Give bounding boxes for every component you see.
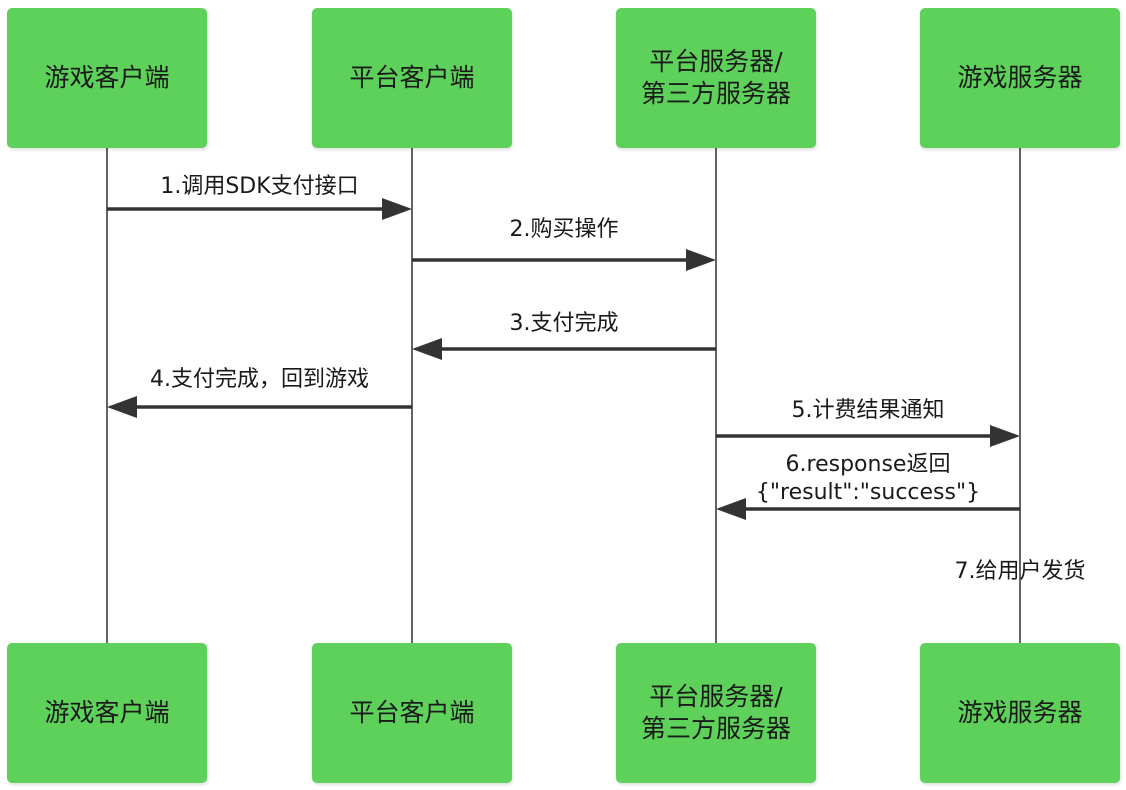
message-label-6: 6.response返回 {"result":"success"}	[755, 452, 981, 505]
bottom-box-game-server: 游戏服务器	[920, 643, 1120, 783]
bottom-box-platform-server: 平台服务器/ 第三方服务器	[616, 643, 816, 783]
participant-label: 平台服务器/ 第三方服务器	[640, 682, 791, 743]
bottom-box-game-client: 游戏客户端	[7, 643, 207, 783]
note-label-7: 7.给用户发货	[954, 559, 1086, 584]
arrow-msg-2	[412, 249, 716, 271]
bottom-box-platform-client: 平台客户端	[312, 643, 512, 783]
participant-label: 游戏客户端	[44, 63, 170, 92]
message-label-1: 1.调用SDK支付接口	[160, 174, 359, 199]
message-label-3: 3.支付完成	[509, 311, 619, 336]
participant-label: 游戏客户端	[44, 698, 170, 727]
message-label-2: 2.购买操作	[509, 217, 619, 242]
top-box-game-client: 游戏客户端	[7, 8, 207, 148]
arrow-msg-4	[107, 396, 412, 418]
participant-label: 平台客户端	[349, 63, 475, 92]
arrow-msg-5	[716, 425, 1020, 447]
participant-label: 平台服务器/ 第三方服务器	[640, 47, 791, 108]
participant-label: 平台客户端	[349, 698, 475, 727]
arrow-msg-1	[107, 198, 412, 220]
participant-label: 游戏服务器	[957, 63, 1083, 92]
message-label-5: 5.计费结果通知	[791, 398, 945, 423]
top-box-platform-client: 平台客户端	[312, 8, 512, 148]
top-box-platform-server: 平台服务器/ 第三方服务器	[616, 8, 816, 148]
arrow-msg-6	[716, 498, 1020, 520]
message-label-4: 4.支付完成，回到游戏	[150, 367, 369, 392]
top-box-game-server: 游戏服务器	[920, 8, 1120, 148]
participant-label: 游戏服务器	[957, 698, 1083, 727]
arrow-msg-3	[412, 338, 716, 360]
